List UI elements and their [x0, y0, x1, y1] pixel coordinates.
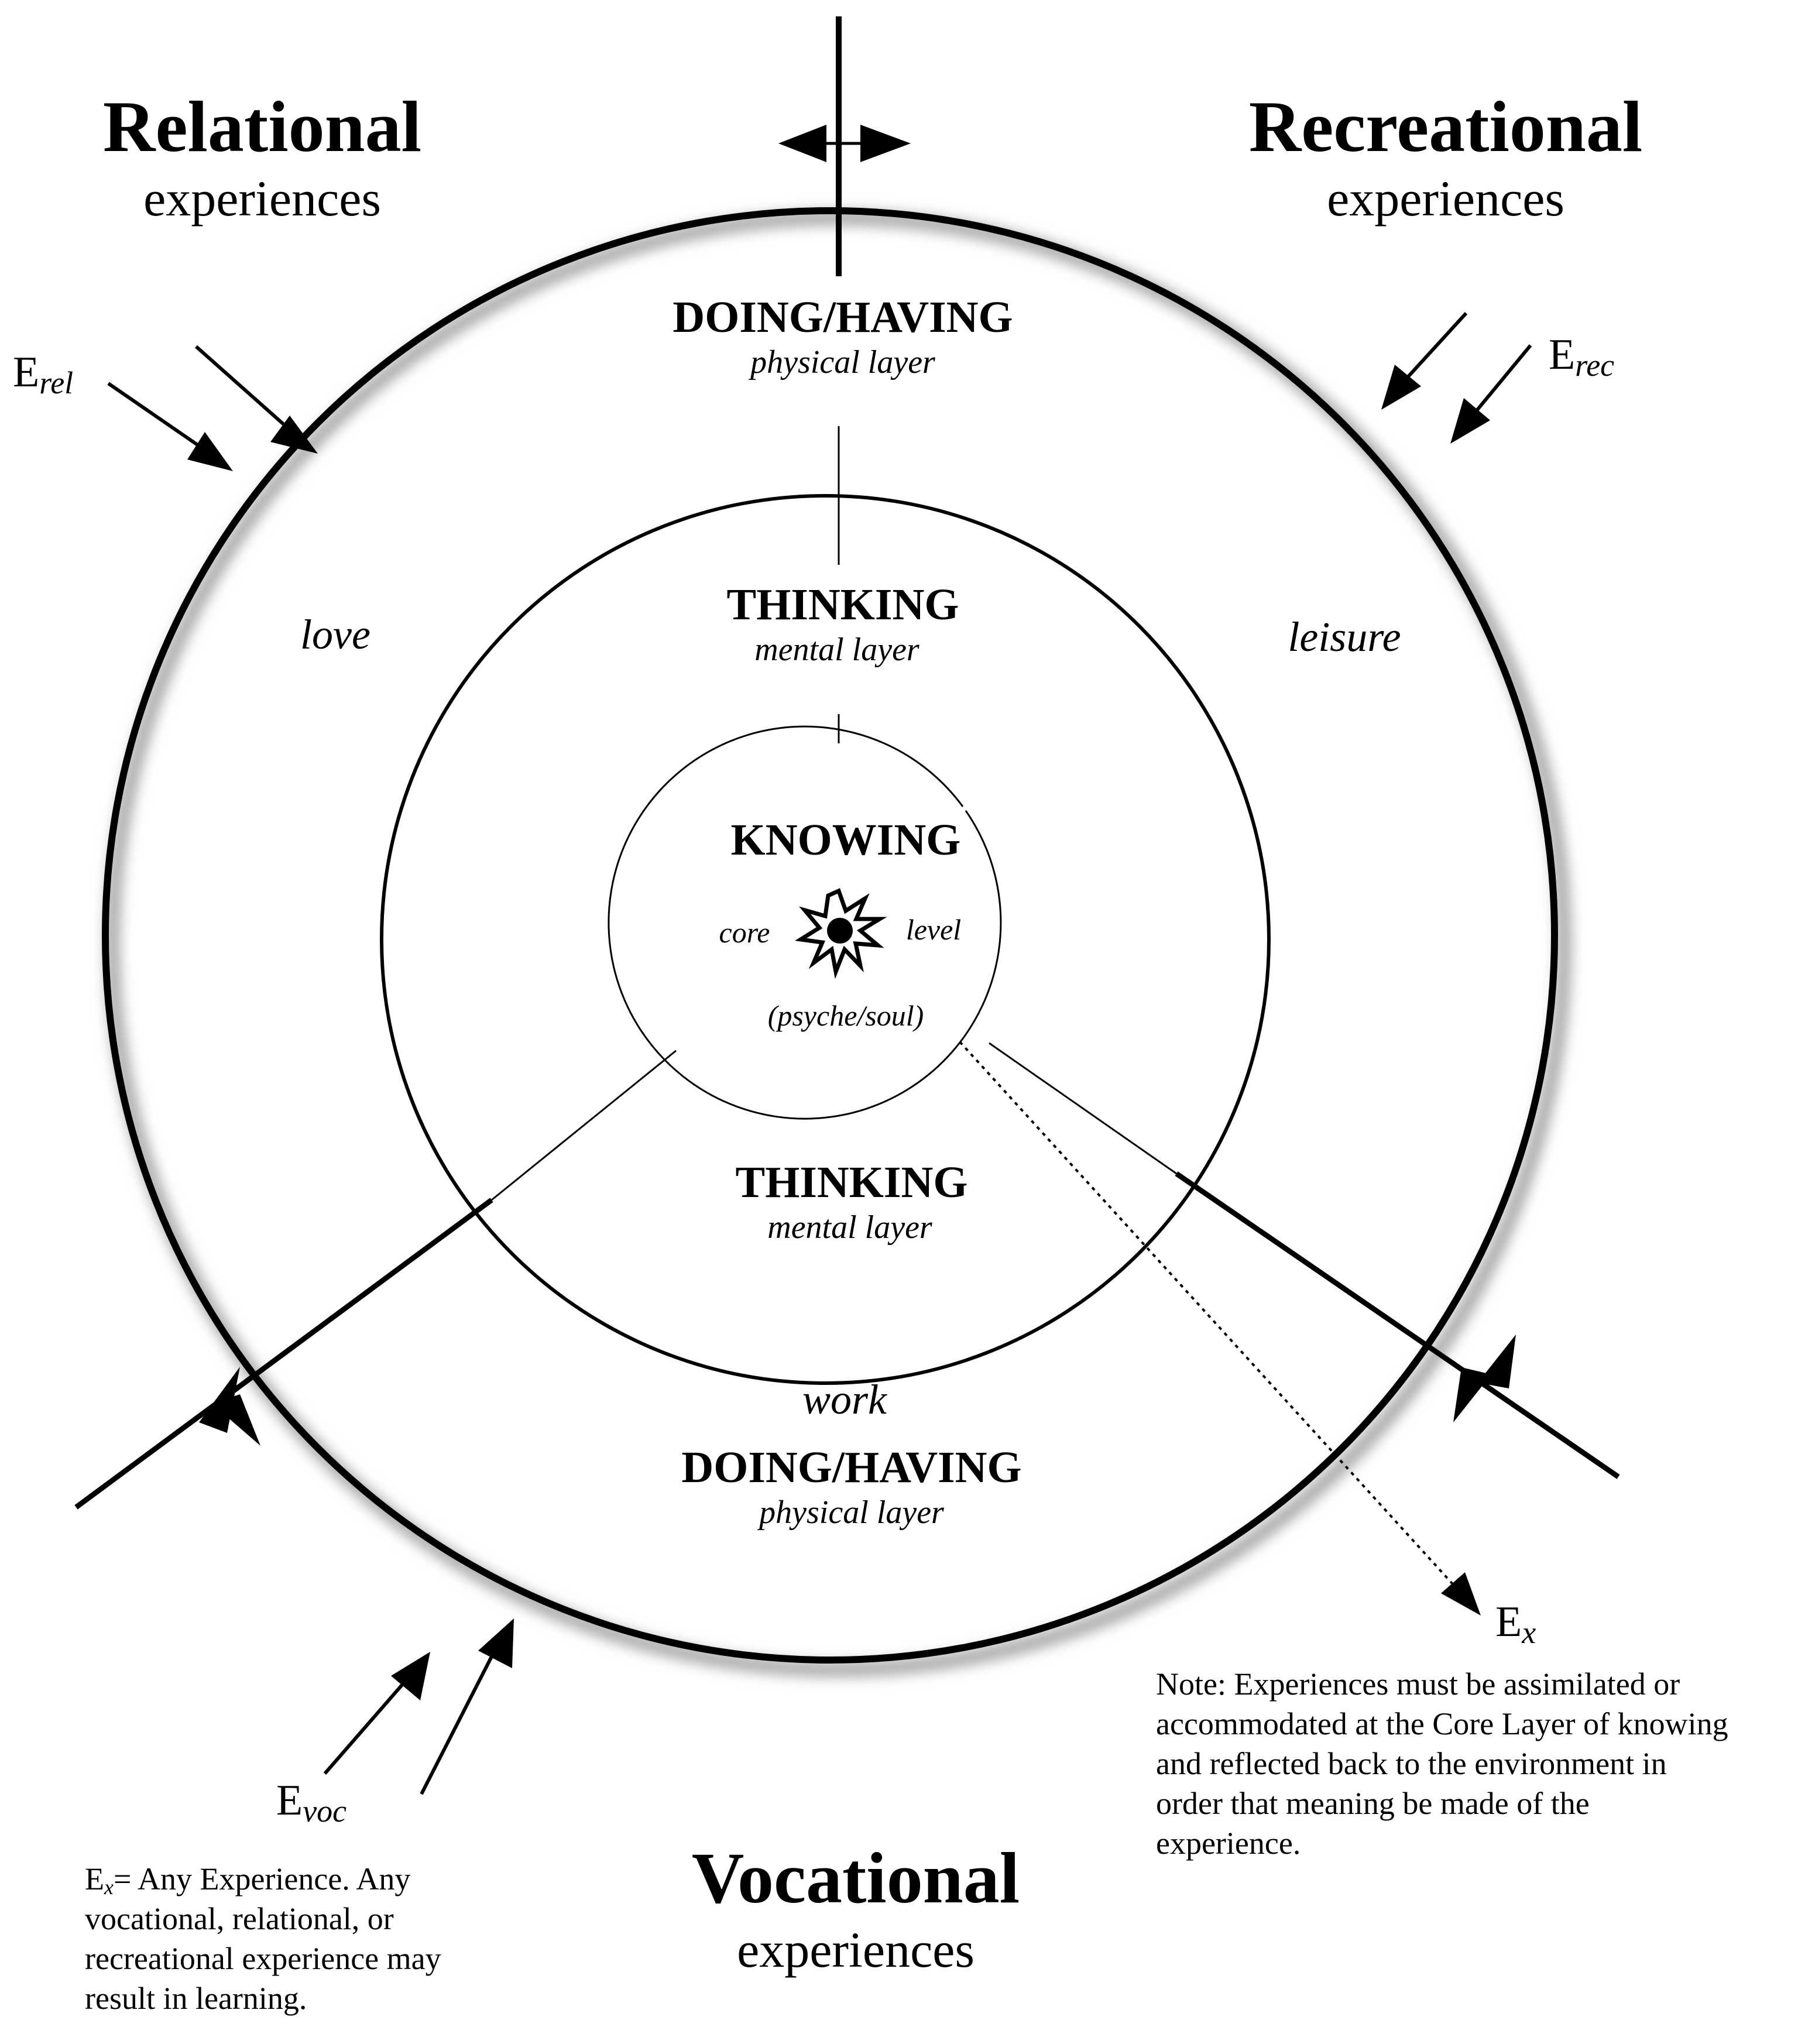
- core-right-word: level: [906, 913, 961, 946]
- left-divider-inner: [491, 1050, 677, 1201]
- sector-leisure: leisure: [1288, 613, 1401, 660]
- erel-arrow-1-head: [187, 432, 233, 471]
- core-layer-title: KNOWING: [731, 815, 961, 865]
- left-divider-outer: [74, 1198, 493, 1510]
- note-line-2: accommodated at the Core Layer of knowin…: [1156, 1706, 1728, 1741]
- vocational-title: Vocational: [692, 1838, 1020, 1918]
- ex-arrow-head: [1441, 1572, 1481, 1616]
- ex-dotted-line: [959, 1041, 1459, 1590]
- erec-arrow-2-head: [1450, 398, 1490, 444]
- note-line-1: Note: Experiences must be assimilated or: [1156, 1666, 1680, 1702]
- core-left-word: core: [719, 916, 770, 949]
- definition-line-2: vocational, relational, or: [85, 1901, 394, 1936]
- top-arrow-left-head: [778, 125, 826, 162]
- relational-subtitle: experiences: [143, 170, 381, 227]
- note-line-4: order that meaning be made of the: [1156, 1786, 1590, 1821]
- right-divider-outer: [1175, 1171, 1620, 1479]
- mental-layer-top-subtitle: mental layer: [754, 632, 919, 668]
- outer-circle: [102, 207, 1558, 1664]
- erec-arrow-1-head: [1381, 365, 1421, 410]
- right-divider-arrow-down: [1453, 1367, 1491, 1422]
- top-arrow-right-head: [860, 125, 911, 162]
- core-psyche-soul: (psyche/soul): [768, 999, 924, 1032]
- erel-arrow-1-shaft: [107, 382, 207, 452]
- definition-line-4: result in learning.: [85, 1981, 307, 2016]
- definition-line-3: recreational experience may: [85, 1941, 441, 1976]
- erel-arrow-2-head: [270, 416, 318, 454]
- erec-arrow-2-shaft: [1473, 344, 1532, 414]
- e-x-label: Ex: [1495, 1598, 1536, 1650]
- e-voc-label: Evoc: [276, 1777, 346, 1829]
- sector-love: love: [300, 611, 370, 658]
- middle-circle: [380, 494, 1271, 1385]
- e-rec-label: Erec: [1549, 331, 1614, 383]
- mental-layer-bottom-title: THINKING: [736, 1158, 968, 1207]
- physical-layer-bottom-title: DOING/HAVING: [681, 1443, 1021, 1492]
- physical-layer-top-subtitle: physical layer: [748, 344, 935, 380]
- definition-line-1: Ex= Any Experience. Any: [85, 1861, 410, 1899]
- evoc-arrow-2-head: [478, 1618, 514, 1668]
- physical-layer-bottom-subtitle: physical layer: [757, 1494, 944, 1531]
- vocational-subtitle: experiences: [737, 1922, 975, 1978]
- recreational-subtitle: experiences: [1327, 170, 1564, 227]
- note-line-5: experience.: [1156, 1826, 1301, 1861]
- sector-work: work: [802, 1376, 888, 1423]
- evoc-arrow-1-shaft: [323, 1682, 406, 1775]
- starburst-center: [827, 918, 853, 944]
- note-line-3: and reflected back to the environment in: [1156, 1746, 1667, 1781]
- mental-layer-top-title: THINKING: [727, 580, 959, 629]
- ex-definition-note: Ex= Any Experience. Any vocational, rela…: [85, 1861, 441, 2016]
- left-divider-arrow-down: [212, 1394, 260, 1446]
- mental-layer-bottom-subtitle: mental layer: [767, 1209, 932, 1246]
- right-divider-inner: [989, 1042, 1177, 1175]
- e-rel-label: Erel: [13, 348, 73, 400]
- erel-arrow-2-shaft: [195, 345, 291, 432]
- evoc-arrow-1-head: [391, 1652, 430, 1700]
- core-circle: [608, 725, 1002, 1120]
- physical-layer-top-title: DOING/HAVING: [672, 293, 1013, 342]
- erec-arrow-1-shaft: [1403, 311, 1468, 382]
- relational-title: Relational: [103, 87, 421, 167]
- recreational-title: Recreational: [1249, 87, 1643, 167]
- assimilation-note: Note: Experiences must be assimilated or…: [1156, 1666, 1728, 1861]
- evoc-arrow-2-shaft: [420, 1655, 493, 1795]
